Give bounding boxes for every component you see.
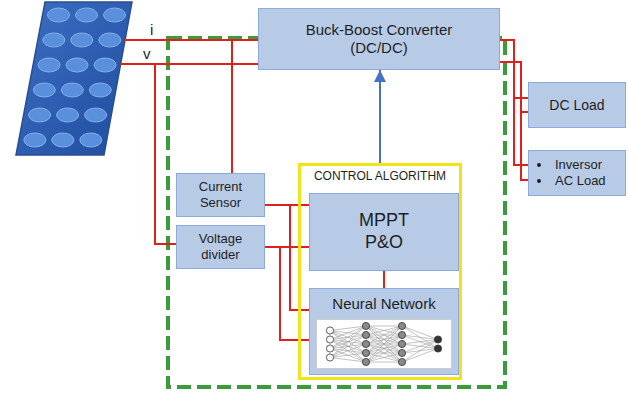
network-link <box>366 335 402 362</box>
network-link <box>366 326 402 344</box>
box-label: MPPT P&O <box>349 210 419 253</box>
network-link <box>366 326 402 335</box>
network-link <box>402 349 438 363</box>
network-neuron <box>362 358 369 365</box>
signal-wire <box>265 247 309 340</box>
process-box: Neural Network <box>309 288 459 375</box>
box-label: DC Load <box>549 97 604 114</box>
network-neuron <box>398 349 405 356</box>
network-neuron <box>362 349 369 356</box>
network-neuron <box>398 331 405 338</box>
network-link <box>402 340 438 363</box>
network-link <box>366 344 402 362</box>
load-box: DC Load <box>528 82 626 128</box>
network-neuron <box>362 331 369 338</box>
network-neuron <box>434 345 441 352</box>
solar-cell <box>57 108 79 122</box>
network-link <box>366 326 402 327</box>
network-link <box>402 326 438 340</box>
load-wire <box>521 111 528 113</box>
algorithm-frame: CONTROL ALGORITHM MPPT P&O Neural Network <box>298 163 462 380</box>
network-link <box>330 340 366 363</box>
signal-wire <box>500 62 528 180</box>
network-link <box>330 331 366 363</box>
network-link <box>366 326 402 362</box>
box-label: Buck-Boost Converter (DC/DC) <box>292 21 467 57</box>
network-neuron <box>326 336 333 343</box>
network-neuron <box>398 322 405 329</box>
network-link <box>366 326 402 362</box>
network-link <box>330 335 366 358</box>
network-link <box>366 326 402 353</box>
network-link <box>366 353 402 362</box>
network-neuron <box>398 340 405 347</box>
network-link <box>366 335 402 362</box>
solar-cell <box>48 8 70 22</box>
network-neuron <box>326 345 333 352</box>
system-boundary <box>168 38 505 387</box>
network-link <box>366 326 402 353</box>
signal-name: i <box>150 22 153 37</box>
voltage-wire <box>120 63 258 65</box>
solar-cell <box>89 83 111 97</box>
solar-cell <box>80 133 102 147</box>
solar-cell <box>71 33 93 47</box>
solar-cell <box>33 83 55 97</box>
network-link <box>366 362 402 363</box>
box-label: Current Sensor <box>186 179 256 210</box>
network-illustration <box>316 319 452 369</box>
network-link <box>330 326 366 349</box>
network-link <box>330 353 366 358</box>
signal-wire <box>383 271 385 288</box>
solar-cell <box>76 8 98 22</box>
network-ground <box>317 320 452 369</box>
voltage-sense-wire <box>155 64 176 244</box>
network-link <box>330 344 366 358</box>
solar-cell <box>43 33 65 47</box>
load-box: InversorAC Load <box>528 150 626 196</box>
solar-cell <box>29 108 51 122</box>
network-link <box>366 326 402 344</box>
network-link <box>366 344 402 362</box>
signal-wire <box>500 40 528 98</box>
solar-cell <box>66 58 88 72</box>
network-neuron <box>362 340 369 347</box>
solar-cells <box>24 8 126 147</box>
network-neuron <box>434 336 441 343</box>
network-link <box>330 326 366 358</box>
solar-cell <box>85 108 107 122</box>
signal-wire <box>265 205 309 310</box>
network-link <box>366 326 402 335</box>
network-link <box>366 353 402 362</box>
sensor-box: Current Sensor <box>176 173 265 217</box>
process-box: MPPT P&O <box>309 193 459 271</box>
box-label: Inversor <box>529 157 602 173</box>
network-neuron <box>398 358 405 365</box>
network-neuron <box>362 322 369 329</box>
frame-heading: CONTROL ALGORITHM <box>314 169 446 183</box>
solar-cell <box>61 83 83 97</box>
network-link <box>330 358 366 363</box>
sensor-box: Voltage divider <box>176 225 265 269</box>
solar-cell <box>94 58 116 72</box>
converter-box: Buck-Boost Converter (DC/DC) <box>258 8 500 70</box>
network-neuron <box>326 354 333 361</box>
solar-panel <box>16 2 132 155</box>
solar-cell <box>24 133 46 147</box>
box-label: AC Load <box>529 173 606 189</box>
solar-cell <box>38 58 60 72</box>
solar-cell <box>104 8 126 22</box>
current-wire <box>124 39 258 41</box>
network-link <box>402 326 438 349</box>
network-neuron <box>326 327 333 334</box>
box-label: Voltage divider <box>186 231 256 262</box>
solar-cell <box>99 33 121 47</box>
solar-cell <box>52 133 74 147</box>
current-sense-wire <box>231 40 233 173</box>
signal-name: v <box>143 46 151 61</box>
control-arrow <box>379 70 381 163</box>
box-label: Neural Network <box>332 295 435 313</box>
